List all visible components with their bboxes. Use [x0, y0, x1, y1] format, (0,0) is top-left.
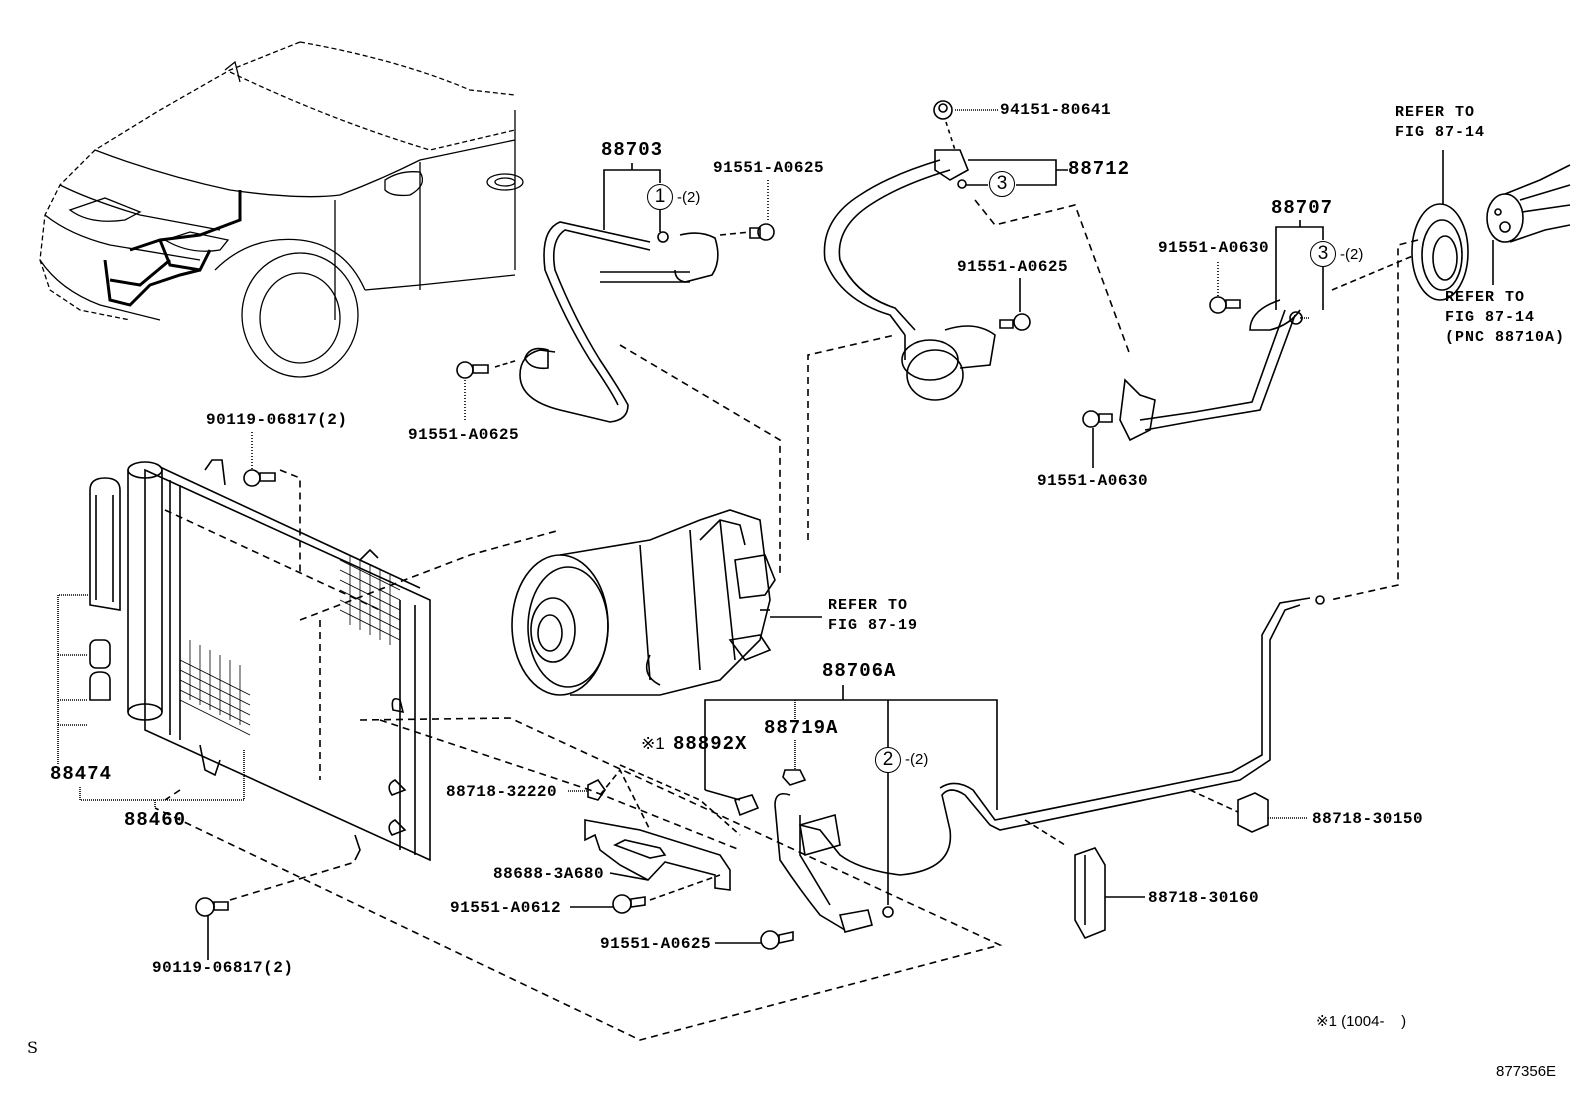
cooler-unit[interactable]: [1411, 164, 1571, 301]
leader-88688: [609, 872, 649, 881]
label-refer-fig-87-14-a[interactable]: REFER TO FIG 87-14: [1395, 104, 1486, 141]
bolt-91551-A0630-lower[interactable]: [1082, 410, 1113, 428]
label-88460[interactable]: 88460: [124, 809, 187, 831]
label-88703[interactable]: 88703: [601, 139, 664, 161]
hose-88712[interactable]: [823, 149, 996, 401]
label-91551-A0625-top[interactable]: 91551-A0625: [713, 159, 825, 177]
side-marker: S: [27, 1038, 38, 1057]
condenser-88460[interactable]: [127, 459, 431, 862]
drier-88474[interactable]: [89, 477, 121, 701]
label-refer-fig-87-14-b[interactable]: REFER TO FIG 87-14 (PNC 88710A): [1445, 289, 1566, 346]
dash-bracket-bolt: [649, 874, 721, 901]
dash-88712-to-88707: [974, 199, 1131, 356]
label-94151-80641[interactable]: 94151-80641: [1000, 101, 1112, 119]
label-91551-A0625-bottom[interactable]: 91551-A0625: [600, 935, 712, 953]
clamp-88718-30160[interactable]: [1074, 847, 1106, 940]
nut-94151-80641[interactable]: [933, 100, 953, 120]
oring-3-callout-b: 3: [1310, 241, 1336, 267]
bolt-91551-A0630-upper[interactable]: [1209, 296, 1241, 314]
bolt-91551-A0625-left[interactable]: [456, 361, 489, 379]
label-88706A[interactable]: 88706A: [822, 660, 897, 682]
hose-88703[interactable]: [519, 221, 719, 423]
label-88712[interactable]: 88712: [1068, 158, 1131, 180]
oring-88712: [957, 179, 967, 189]
bolt-91551-A0625-mid[interactable]: [999, 313, 1031, 331]
pipe-88707[interactable]: [1119, 299, 1310, 442]
clamp-88718-30150[interactable]: [1237, 792, 1269, 833]
clip-88718-32220[interactable]: [587, 778, 606, 801]
label-91551-A0630-upper[interactable]: 91551-A0630: [1158, 239, 1270, 257]
bracket-88688-3A680[interactable]: [584, 819, 731, 891]
oring-1-qty: -(2): [677, 189, 701, 206]
oring-3a-number: 3: [996, 173, 1008, 194]
label-90119-06817-bottom[interactable]: 90119-06817(2): [152, 959, 294, 977]
leader-88707: [1275, 220, 1324, 310]
dash-nut-hose: [945, 121, 956, 151]
oring-3b-qty: -(2): [1340, 246, 1364, 263]
oring-2-number: 2: [882, 749, 894, 770]
part-88892X[interactable]: [733, 794, 760, 817]
oring-2-callout: 2: [875, 747, 901, 773]
dash-oring-to-cooler: [1331, 254, 1416, 291]
label-88718-30160[interactable]: 88718-30160: [1148, 889, 1260, 907]
oring-3b-number: 3: [1317, 243, 1329, 264]
pipe-88706A[interactable]: [774, 595, 1325, 933]
oring-1-number: 1: [654, 186, 666, 207]
leader-88892X: [704, 789, 741, 801]
compressor[interactable]: [511, 509, 776, 696]
dash-88718-30160: [1024, 819, 1066, 846]
label-88719A[interactable]: 88719A: [764, 717, 839, 739]
dash-lines-condenser: [154, 469, 1003, 1041]
label-88474[interactable]: 88474: [50, 763, 113, 785]
dash-compressor-88712: [807, 334, 896, 540]
label-91551-A0625-left[interactable]: 91551-A0625: [408, 426, 520, 444]
label-88892X[interactable]: 88892X: [673, 733, 748, 755]
oring-2-qty: -(2): [905, 751, 929, 768]
label-91551-A0612[interactable]: 91551-A0612: [450, 899, 562, 917]
dash-88703-bolt: [719, 231, 751, 236]
label-88718-32220[interactable]: 88718-32220: [446, 783, 558, 801]
label-88688-3A680[interactable]: 88688-3A680: [493, 865, 605, 883]
label-90119-06817-top[interactable]: 90119-06817(2): [206, 411, 348, 429]
label-refer-fig-87-19[interactable]: REFER TO FIG 87-19: [828, 597, 919, 634]
oring-3-callout-a: 3: [989, 171, 1015, 197]
dash-88718-30150: [1189, 789, 1239, 813]
label-88707[interactable]: 88707: [1271, 197, 1334, 219]
dash-lines-bracket: [599, 764, 741, 836]
dash-compressor-88703: [619, 344, 781, 575]
leader-88706A: [704, 685, 998, 905]
footnote: ※1 (1004- ): [1316, 1013, 1407, 1030]
clamp-88719A[interactable]: [782, 769, 807, 786]
bolt-91551-A0625-top[interactable]: [749, 223, 775, 241]
vehicle-illustration: [39, 41, 524, 378]
leader-88460: [79, 750, 245, 808]
bolt-91551-A0612[interactable]: [612, 894, 646, 914]
bolt-91551-A0625-bottom[interactable]: [760, 930, 794, 950]
label-91551-A0630-lower[interactable]: 91551-A0630: [1037, 472, 1149, 490]
label-88718-30150[interactable]: 88718-30150: [1312, 810, 1424, 828]
label-91551-A0625-mid[interactable]: 91551-A0625: [957, 258, 1069, 276]
oring-1-callout: 1: [647, 184, 673, 210]
bolt-90119-06817-top[interactable]: [243, 469, 276, 487]
leader-88474: [57, 594, 88, 726]
leader-88703: [603, 163, 661, 230]
dash-left-bolt-hose: [494, 359, 519, 368]
leader-88712: [966, 159, 1068, 186]
figure-id: 877356E: [1496, 1063, 1557, 1080]
bolt-90119-06817-bottom[interactable]: [195, 897, 229, 917]
dash-cooler-down: [1329, 239, 1419, 601]
note-mark-1: ※1: [641, 734, 665, 753]
